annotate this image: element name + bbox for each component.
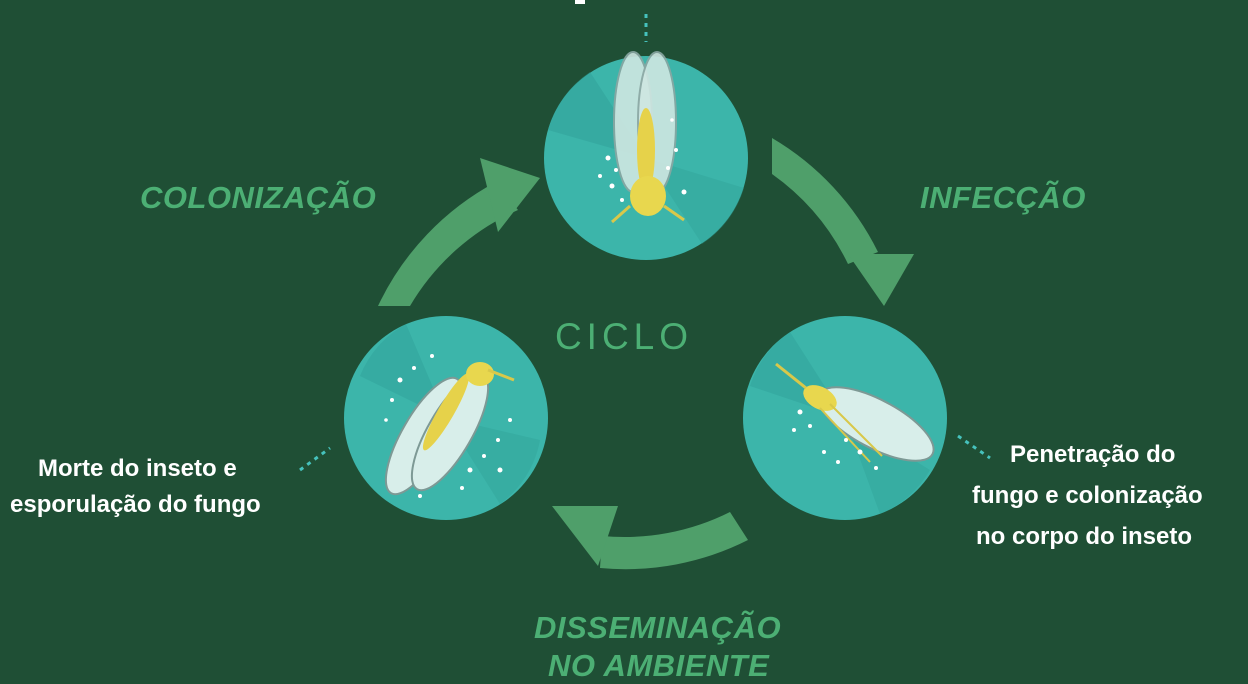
description-right-line2: fungo e colonização [972, 482, 1203, 509]
stage-label-colonization: COLONIZAÇÃO [140, 180, 377, 215]
description-right-line1: Penetração do [1010, 441, 1176, 468]
stage-circle-right [743, 316, 947, 520]
connector-line-left [299, 446, 331, 472]
spores-icon [598, 118, 687, 202]
arrow-dissemination [552, 506, 748, 570]
connector-line-right [957, 434, 991, 460]
cropped-text-fragment [575, 0, 585, 4]
whitefly-icon [384, 362, 515, 496]
whitefly-icon [611, 51, 685, 224]
spores-icon [792, 409, 878, 470]
description-right-line3: no corpo do inseto [976, 523, 1192, 550]
arrow-colonization [378, 158, 540, 306]
stage-label-dissemination-line1: DISSEMINAÇÃO [534, 610, 782, 645]
stage-circle-top [544, 51, 748, 260]
stage-label-infection: INFECÇÃO [920, 180, 1086, 215]
description-left-line2: esporulação do fungo [10, 491, 261, 518]
stage-circle-left [344, 316, 548, 520]
whitefly-icon [775, 362, 935, 463]
description-left-line1: Morte do inseto e [38, 455, 237, 482]
cycle-center-label: CICLO [554, 316, 694, 357]
stage-label-dissemination-line2: NO AMBIENTE [548, 648, 770, 683]
spores-icon [384, 354, 512, 498]
arrow-infection [772, 138, 914, 306]
